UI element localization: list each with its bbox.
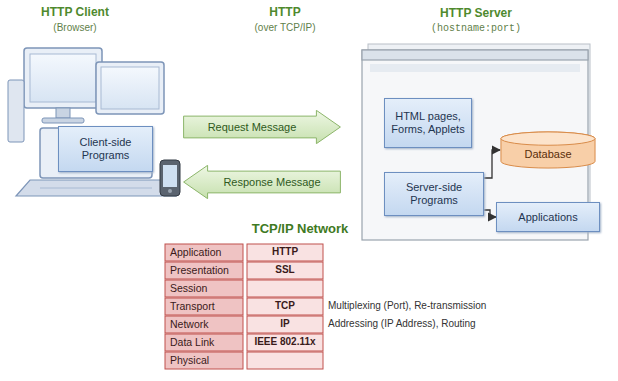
- client-subheading: (Browser): [20, 22, 130, 34]
- network-heading: TCP/IP Network: [200, 222, 400, 237]
- layer-note: Multiplexing (Port), Re-transmission: [328, 298, 613, 312]
- mobile-phone: [160, 160, 180, 196]
- node-label: Applications: [518, 211, 577, 224]
- osi-layer: Transport: [165, 298, 243, 315]
- osi-layer: Session: [165, 280, 243, 297]
- osi-layer: Data Link: [165, 334, 243, 351]
- node-label: Response Message: [223, 176, 320, 189]
- protocol-heading: HTTP: [200, 6, 370, 20]
- node-sublabel: (hostname:port): [431, 23, 521, 35]
- node-label: Database: [524, 148, 571, 161]
- protocol-subheading: (over TCP/IP): [200, 22, 370, 34]
- osi-layer: Application: [165, 244, 243, 261]
- node-label: HTTP Server: [440, 7, 512, 21]
- osi-table: [165, 244, 323, 369]
- protocol-cell: HTTP: [247, 244, 323, 261]
- client-program-box: Client-side Programs: [58, 126, 153, 172]
- osi-layer: Physical: [165, 352, 243, 369]
- layer-note: Addressing (IP Address), Routing: [328, 316, 613, 330]
- html-pages-box: HTML pages, Forms, Applets: [384, 98, 472, 148]
- protocol-cell: SSL: [247, 262, 323, 279]
- osi-layer: Presentation: [165, 262, 243, 279]
- response-arrow: Response Message: [182, 165, 342, 199]
- server-program-box: Server-side Programs: [384, 172, 484, 216]
- second-monitor: [96, 62, 164, 114]
- node-label: Server-side Programs: [390, 181, 478, 206]
- osi-layer: Network: [165, 316, 243, 333]
- protocol-cell: IP: [247, 316, 323, 333]
- protocol-cell: TCP: [247, 298, 323, 315]
- connector-arrow: [484, 210, 496, 217]
- node-label: Client-side Programs: [64, 136, 147, 161]
- database-cylinder: Database: [500, 131, 596, 169]
- node-label: Request Message: [208, 121, 297, 134]
- protocol-cell: IEEE 802.11x: [247, 334, 323, 351]
- applications-box: Applications: [496, 202, 600, 232]
- node-label: HTML pages, Forms, Applets: [390, 110, 466, 135]
- connector-arrow: [484, 150, 500, 178]
- client-heading: HTTP Client: [20, 6, 130, 20]
- desktop-monitor: [24, 48, 102, 123]
- request-arrow: Request Message: [182, 110, 342, 144]
- pc-tower: [8, 80, 24, 142]
